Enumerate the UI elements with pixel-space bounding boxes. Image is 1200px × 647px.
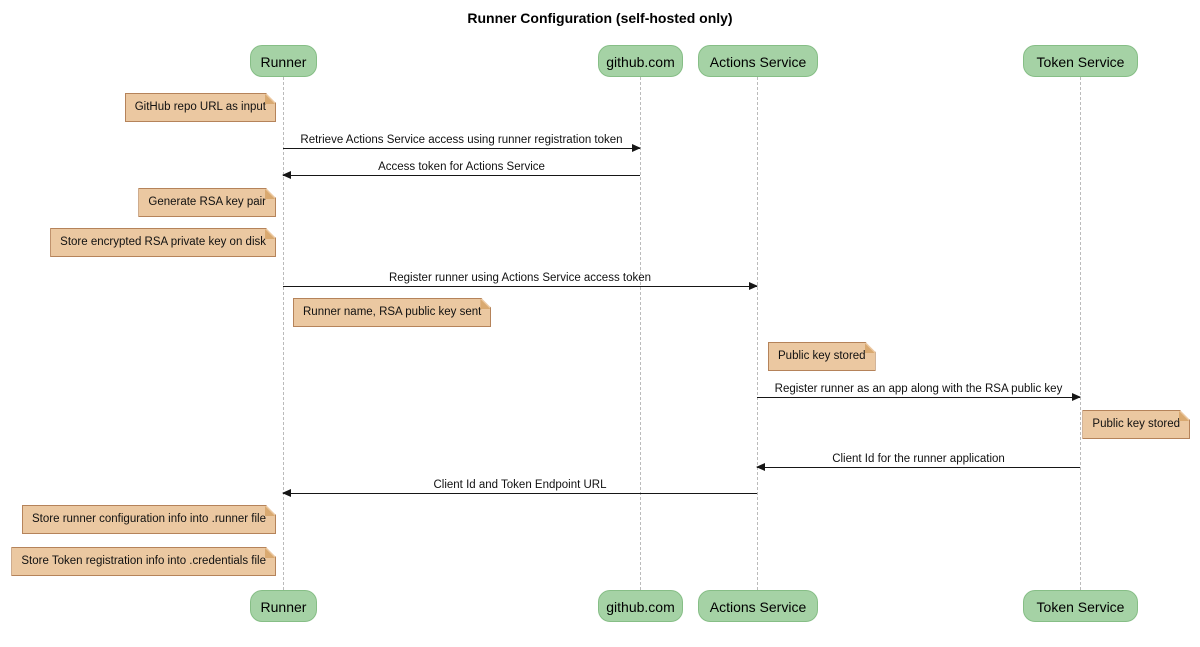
lifeline-github: [640, 77, 641, 590]
arrowhead-left-icon: [756, 463, 765, 471]
note-generate-rsa-key-pair: Generate RSA key pair: [138, 188, 276, 217]
participant-github-bottom: github.com: [598, 590, 683, 622]
message-retrieve-actions-service-access: Retrieve Actions Service access using ru…: [283, 130, 641, 152]
message-access-token-for-actions-service: Access token for Actions Service: [282, 157, 640, 179]
participant-runner-bottom: Runner: [250, 590, 317, 622]
message-client-id-for-runner-application: Client Id for the runner application: [756, 449, 1080, 471]
participant-github-top: github.com: [598, 45, 683, 77]
participant-actions-service-bottom: Actions Service: [698, 590, 818, 622]
arrowhead-left-icon: [282, 489, 291, 497]
note-store-runner-configuration: Store runner configuration info into .ru…: [22, 505, 276, 534]
note-public-key-stored-token: Public key stored: [1082, 410, 1190, 439]
message-label: Retrieve Actions Service access using ru…: [300, 134, 623, 146]
arrowhead-right-icon: [749, 282, 758, 290]
note-store-encrypted-private-key: Store encrypted RSA private key on disk: [50, 228, 276, 257]
note-github-repo-url: GitHub repo URL as input: [125, 93, 276, 122]
note-runner-name-public-key-sent: Runner name, RSA public key sent: [293, 298, 491, 327]
lifeline-runner: [283, 77, 284, 590]
diagram-title: Runner Configuration (self-hosted only): [467, 10, 733, 26]
participant-actions-service-top: Actions Service: [698, 45, 818, 77]
arrowhead-right-icon: [1072, 393, 1081, 401]
participant-token-service-top: Token Service: [1023, 45, 1138, 77]
lifeline-actions-service: [757, 77, 758, 590]
participant-runner-top: Runner: [250, 45, 317, 77]
message-client-id-and-token-endpoint-url: Client Id and Token Endpoint URL: [282, 475, 757, 497]
message-register-runner-as-app: Register runner as an app along with the…: [757, 379, 1081, 401]
message-label: Register runner as an app along with the…: [774, 383, 1063, 395]
message-register-runner: Register runner using Actions Service ac…: [283, 268, 758, 290]
message-label: Access token for Actions Service: [378, 161, 545, 173]
note-store-token-registration: Store Token registration info into .cred…: [11, 547, 276, 576]
lifeline-token-service: [1080, 77, 1081, 590]
message-label: Client Id for the runner application: [832, 453, 1005, 465]
message-label: Client Id and Token Endpoint URL: [433, 479, 607, 491]
participant-token-service-bottom: Token Service: [1023, 590, 1138, 622]
message-label: Register runner using Actions Service ac…: [388, 272, 652, 284]
arrowhead-right-icon: [632, 144, 641, 152]
note-public-key-stored-actions: Public key stored: [768, 342, 876, 371]
arrowhead-left-icon: [282, 171, 291, 179]
